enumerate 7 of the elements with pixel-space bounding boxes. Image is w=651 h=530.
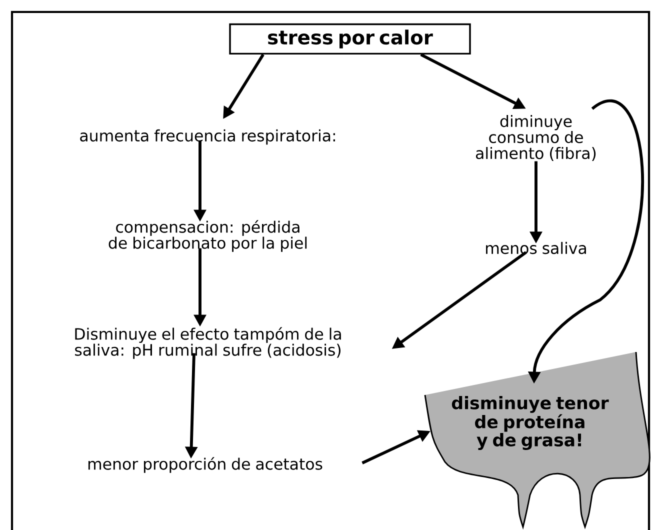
step-text: menor proporción de acetatos bbox=[88, 457, 322, 473]
title-box: stress por calor bbox=[229, 23, 471, 55]
step-text: menos saliva bbox=[486, 242, 586, 254]
step-text: diminuye consumo de alimento (fibra) bbox=[476, 115, 596, 161]
step-text: aumenta frecuencia respiratoria: bbox=[80, 129, 335, 145]
step-text: compensacion: pérdida de bicarbonato por la piel bbox=[108, 220, 307, 252]
step-text: Disminuye el efecto tampóm de la saliva: pH ruminal sufre (acidosis) bbox=[75, 327, 341, 359]
